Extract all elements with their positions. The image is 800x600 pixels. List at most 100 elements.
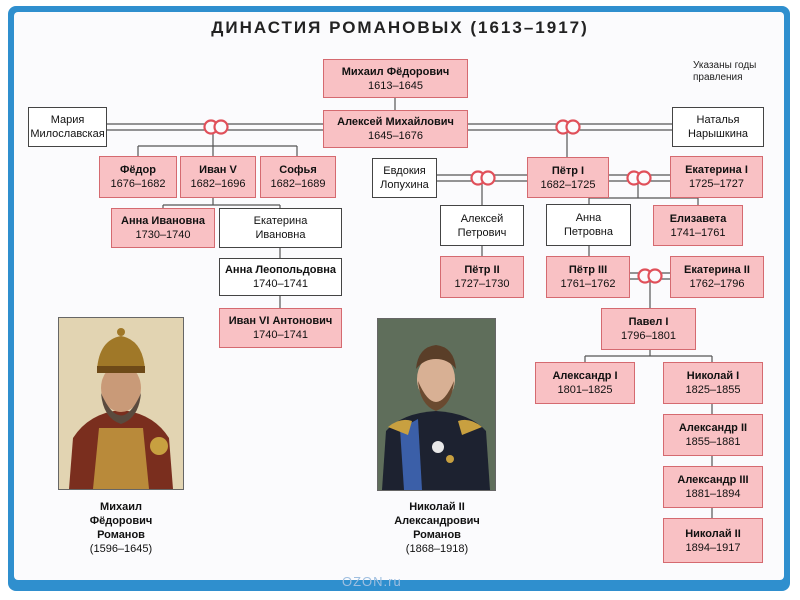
reign-years: 1796–1801 — [620, 330, 677, 342]
person-name: Софья — [279, 164, 317, 176]
reign-years: 1682–1725 — [540, 178, 596, 191]
person-name: Мария — [50, 114, 85, 126]
person-name: Екатерина II — [684, 264, 750, 276]
person-mikhail-fedorovich: Михаил Фёдорович 1613–1645 — [323, 59, 468, 98]
person-name-line2: Ивановна — [255, 229, 306, 241]
caption-years: (1596–1645) — [89, 543, 153, 555]
marriage-rings-icon — [470, 170, 496, 186]
chart-title: ДИНАСТИЯ РОМАНОВЫХ (1613–1917) — [211, 18, 589, 37]
reign-years: 1801–1825 — [557, 384, 613, 396]
person-ivan-v: Иван V 1682–1696 — [180, 156, 256, 198]
reign-years: 1740–1741 — [252, 329, 309, 341]
person-name: Фёдор — [120, 164, 156, 176]
person-name: Пётр III — [568, 264, 608, 276]
person-name: Анна — [575, 212, 602, 224]
person-name: Михаил Фёдорович — [341, 65, 450, 78]
person-ekaterina-ivanovna: Екатерина Ивановна — [219, 208, 342, 248]
caption-line: Александрович — [394, 515, 480, 527]
person-natalya-naryshkina: Наталья Нарышкина — [672, 107, 764, 147]
person-petr-iii: Пётр III 1761–1762 — [546, 256, 630, 298]
reign-years: 1741–1761 — [670, 226, 726, 239]
person-elizaveta: Елизавета 1741–1761 — [653, 205, 743, 246]
person-name: Павел I — [628, 316, 669, 328]
portrait-nikolai-ii — [377, 318, 496, 491]
reign-years: 1825–1855 — [685, 384, 741, 396]
person-alexander-iii: Александр III 1881–1894 — [663, 466, 763, 508]
watermark: OZON.ru — [342, 574, 402, 589]
person-name: Анна Ивановна — [121, 215, 205, 227]
caption-years: (1868–1918) — [405, 543, 469, 555]
person-anna-petrovna: Анна Петровна — [546, 204, 631, 246]
caption-line: Николай II — [409, 501, 465, 513]
reign-years: 1855–1881 — [685, 436, 741, 448]
reign-years: 1682–1696 — [190, 178, 246, 190]
portrait-mikhail-fedorovich — [58, 317, 184, 490]
person-fedor: Фёдор 1676–1682 — [99, 156, 177, 198]
reign-years: 1740–1741 — [252, 278, 309, 290]
person-name: Алексей — [460, 212, 504, 225]
marriage-rings-icon — [637, 268, 663, 284]
reign-years: 1730–1740 — [135, 229, 191, 241]
person-name-line2: Петрович — [457, 226, 507, 239]
caption-line: Романов — [97, 529, 145, 541]
person-name: Николай II — [685, 527, 741, 540]
person-petr-i: Пётр I 1682–1725 — [527, 157, 609, 198]
person-nikolai-ii: Николай II 1894–1917 — [663, 518, 763, 563]
marriage-rings-icon — [626, 170, 652, 186]
person-name-line2: Нарышкина — [687, 128, 749, 140]
reign-years: 1613–1645 — [367, 79, 424, 92]
legend-note-line1: Указаны годы — [693, 60, 757, 71]
person-alexei-petrovich: Алексей Петрович — [440, 205, 524, 246]
person-sofya: Софья 1682–1689 — [260, 156, 336, 198]
person-name-line2: Петровна — [564, 226, 613, 238]
person-alexei-mikhailovich: Алексей Михайлович 1645–1676 — [323, 110, 468, 148]
reign-years: 1761–1762 — [560, 278, 616, 290]
person-name: Александр I — [552, 370, 618, 382]
reign-years: 1762–1796 — [689, 278, 745, 290]
person-name: Александр III — [677, 474, 749, 486]
person-name: Алексей Михайлович — [337, 116, 454, 128]
person-anna-leopoldovna: Анна Леопольдовна 1740–1741 — [219, 258, 342, 296]
person-name: Иван V — [199, 164, 237, 176]
caption-nikolai-ii: Николай II Александрович Романов (1868–1… — [362, 500, 512, 556]
reign-years: 1682–1689 — [270, 178, 326, 190]
person-name: Наталья — [696, 114, 740, 126]
legend-note: Указаны годы правления — [693, 60, 773, 84]
person-ekaterina-ii: Екатерина II 1762–1796 — [670, 256, 764, 298]
person-ekaterina-i: Екатерина I 1725–1727 — [670, 156, 763, 198]
person-name: Пётр II — [464, 264, 500, 276]
person-name: Екатерина I — [685, 164, 748, 176]
person-name: Пётр I — [551, 164, 585, 177]
person-ivan-vi: Иван VI Антонович 1740–1741 — [219, 308, 342, 348]
person-alexander-ii: Александр II 1855–1881 — [663, 414, 763, 456]
person-pavel-i: Павел I 1796–1801 — [601, 308, 696, 350]
reign-years: 1894–1917 — [685, 541, 741, 554]
person-name: Анна Леопольдовна — [224, 264, 337, 276]
reign-years: 1881–1894 — [685, 488, 741, 500]
person-evdokiya-lopukhina: Евдокия Лопухина — [372, 158, 437, 198]
reign-years: 1725–1727 — [688, 178, 745, 190]
person-name: Елизавета — [669, 212, 727, 225]
person-alexander-i: Александр I 1801–1825 — [535, 362, 635, 404]
person-name: Иван VI Антонович — [228, 315, 333, 327]
person-name-line2: Лопухина — [380, 179, 429, 191]
reign-years: 1645–1676 — [367, 130, 424, 142]
person-name: Екатерина — [253, 215, 308, 227]
reign-years: 1676–1682 — [110, 178, 166, 190]
marriage-rings-icon — [555, 119, 581, 135]
caption-line: Фёдорович — [89, 515, 153, 527]
reign-years: 1727–1730 — [454, 278, 510, 290]
person-name-line2: Милославская — [30, 128, 105, 140]
person-name: Евдокия — [383, 165, 426, 177]
person-name: Николай I — [686, 370, 740, 382]
person-petr-ii: Пётр II 1727–1730 — [440, 256, 524, 298]
legend-note-line2: правления — [693, 72, 743, 83]
person-maria-miloslavskaya: Мария Милославская — [28, 107, 107, 147]
caption-line: Михаил — [100, 501, 142, 513]
caption-mikhail-fedorovich: Михаил Фёдорович Романов (1596–1645) — [50, 500, 192, 556]
person-nikolai-i: Николай I 1825–1855 — [663, 362, 763, 404]
marriage-rings-icon — [203, 119, 229, 135]
caption-line: Романов — [413, 529, 461, 541]
person-name: Александр II — [678, 422, 748, 434]
